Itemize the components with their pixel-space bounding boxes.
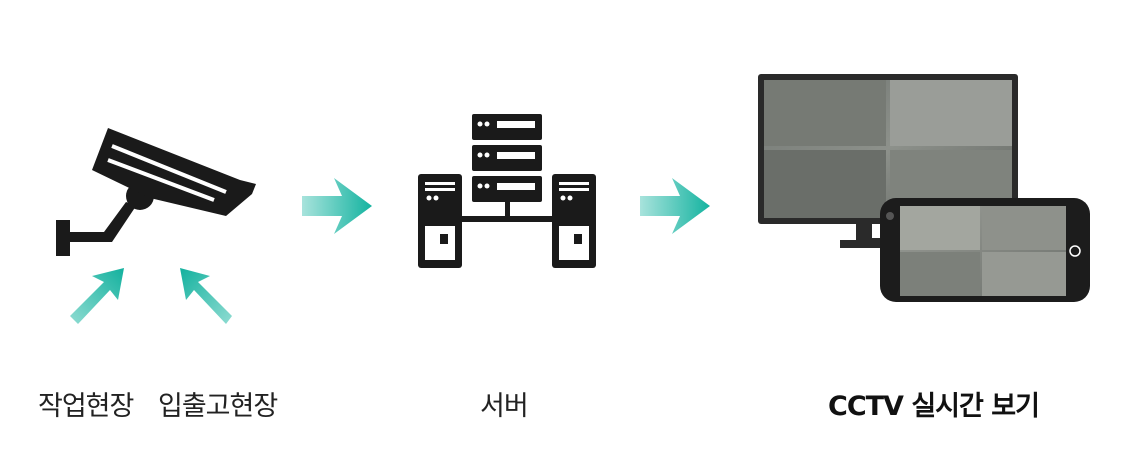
server-icon <box>418 114 596 268</box>
input-arrow-right-icon <box>180 268 232 324</box>
label-warehouse-site: 입출고현장 <box>158 391 278 422</box>
smartphone-icon <box>880 198 1090 302</box>
label-server: 서버 <box>480 391 529 422</box>
flow-arrow-2-icon <box>640 178 710 234</box>
input-arrow-left-icon <box>70 268 124 324</box>
monitor-icon <box>758 74 1018 248</box>
label-cctv-realtime-view: CCTV 실시간 보기 <box>828 391 1040 422</box>
flow-arrow-1-icon <box>302 178 372 234</box>
label-work-site: 작업현장 <box>38 391 134 422</box>
cctv-camera-icon <box>56 128 256 256</box>
